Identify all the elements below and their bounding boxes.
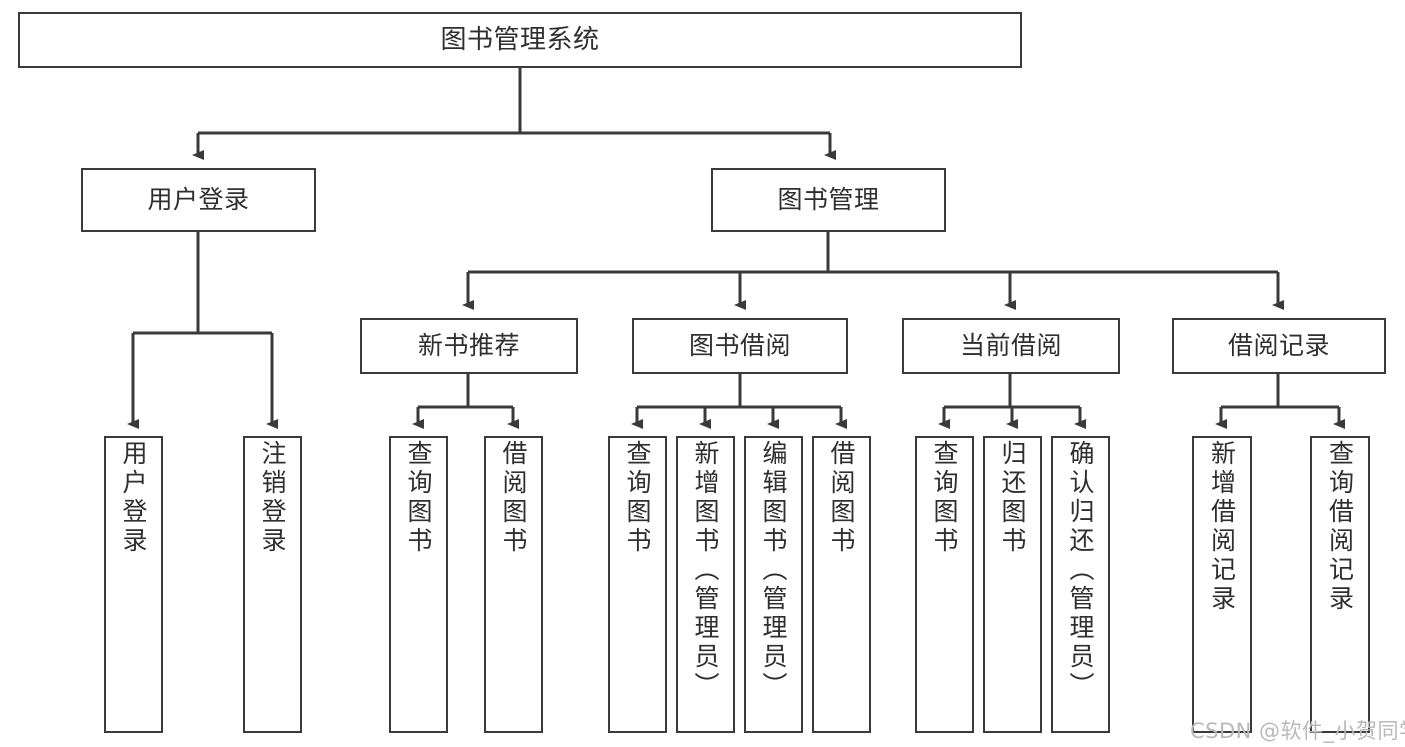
node-user-login-label: 用户登录 <box>147 185 250 215</box>
node-leaf-edit-book-label: 编辑图书（管理员） <box>759 440 788 701</box>
node-leaf-user-login-label: 用户登录 <box>119 440 148 556</box>
node-leaf-logout-label: 注销登录 <box>258 440 287 556</box>
node-leaf-query-book-3-label: 查询图书 <box>930 440 959 556</box>
node-current-borrow-label: 当前借阅 <box>959 331 1062 361</box>
node-leaf-confirm-return[interactable]: 确认归还（管理员） <box>1051 436 1110 733</box>
watermark: CSDN @软件_小贺同学 <box>1190 719 1405 743</box>
node-root[interactable]: 图书管理系统 <box>18 12 1022 68</box>
node-leaf-query-book-2[interactable]: 查询图书 <box>608 436 667 733</box>
node-leaf-user-login[interactable]: 用户登录 <box>104 436 163 733</box>
node-leaf-add-book-label: 新增图书（管理员） <box>691 440 720 701</box>
node-leaf-query-record[interactable]: 查询借阅记录 <box>1310 436 1370 733</box>
node-leaf-borrow-book-2-label: 借阅图书 <box>827 440 856 556</box>
node-leaf-borrow-book-2[interactable]: 借阅图书 <box>812 436 871 733</box>
node-leaf-query-record-label: 查询借阅记录 <box>1325 440 1355 614</box>
node-leaf-borrow-book-1-label: 借阅图书 <box>499 440 528 556</box>
node-book-manage-label: 图书管理 <box>777 185 880 215</box>
node-book-manage[interactable]: 图书管理 <box>711 168 946 232</box>
node-leaf-logout[interactable]: 注销登录 <box>243 436 302 733</box>
node-new-book-recommend[interactable]: 新书推荐 <box>360 318 578 374</box>
node-user-login[interactable]: 用户登录 <box>81 168 316 232</box>
node-leaf-add-book[interactable]: 新增图书（管理员） <box>676 436 735 733</box>
node-leaf-add-record[interactable]: 新增借阅记录 <box>1192 436 1252 733</box>
node-leaf-borrow-book-1[interactable]: 借阅图书 <box>484 436 543 733</box>
node-leaf-add-record-label: 新增借阅记录 <box>1207 440 1237 614</box>
node-leaf-query-book-3[interactable]: 查询图书 <box>915 436 974 733</box>
node-leaf-return-book[interactable]: 归还图书 <box>983 436 1042 733</box>
node-leaf-query-book-1[interactable]: 查询图书 <box>389 436 448 733</box>
node-leaf-edit-book[interactable]: 编辑图书（管理员） <box>744 436 803 733</box>
node-leaf-query-book-1-label: 查询图书 <box>404 440 433 556</box>
node-root-label: 图书管理系统 <box>440 24 600 55</box>
node-leaf-return-book-label: 归还图书 <box>998 440 1027 556</box>
node-book-borrow-label: 图书借阅 <box>688 331 791 361</box>
node-leaf-query-book-2-label: 查询图书 <box>623 440 652 556</box>
node-borrow-record-label: 借阅记录 <box>1227 331 1330 361</box>
node-new-book-recommend-label: 新书推荐 <box>417 331 520 361</box>
node-book-borrow[interactable]: 图书借阅 <box>632 318 848 374</box>
node-leaf-confirm-return-label: 确认归还（管理员） <box>1066 440 1095 701</box>
node-current-borrow[interactable]: 当前借阅 <box>902 318 1120 374</box>
node-borrow-record[interactable]: 借阅记录 <box>1172 318 1386 374</box>
